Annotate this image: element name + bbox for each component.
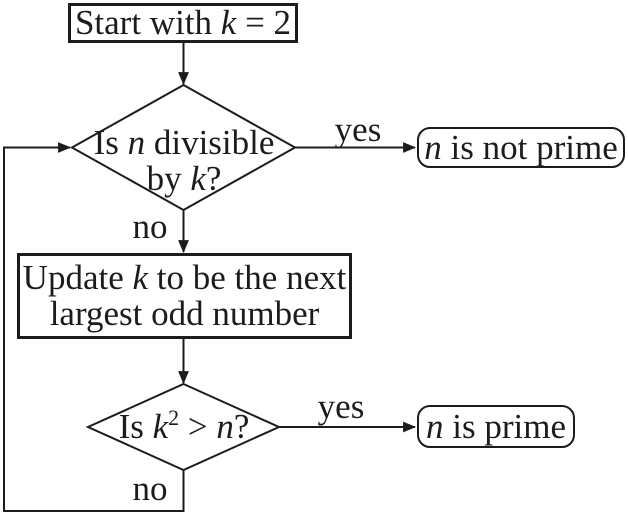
edge-label-no-2: no [132, 469, 168, 508]
not-prime-label: n is not prime [424, 127, 618, 167]
decision1-line1: Is n divisible [93, 122, 275, 162]
update-line1: Update k to be the next [22, 258, 347, 297]
prime-node: n is prime [417, 405, 575, 448]
update-node: Update k to be the next largest odd numb… [17, 253, 352, 339]
edge-label-yes-1: yes [334, 110, 382, 149]
start-node: Start with k = 2 [68, 3, 298, 43]
edge-label-no-1: no [132, 207, 168, 246]
decision1-diamond [69, 83, 298, 212]
decision1-label: Is n divisible by k? [72, 85, 296, 210]
start-node-label: Start with k = 2 [74, 3, 292, 42]
prime-label: n is prime [426, 406, 566, 446]
decision2-diamond [85, 382, 282, 472]
decision1-line2: by k? [146, 158, 222, 198]
decision2-label: Is k2 > n? [88, 384, 280, 470]
update-line2: largest odd number [49, 294, 320, 333]
edge-label-yes-2: yes [317, 387, 365, 426]
decision2-line: Is k2 > n? [118, 405, 250, 446]
edge-decision2-no-loop [3, 142, 185, 512]
not-prime-node: n is not prime [417, 127, 625, 168]
